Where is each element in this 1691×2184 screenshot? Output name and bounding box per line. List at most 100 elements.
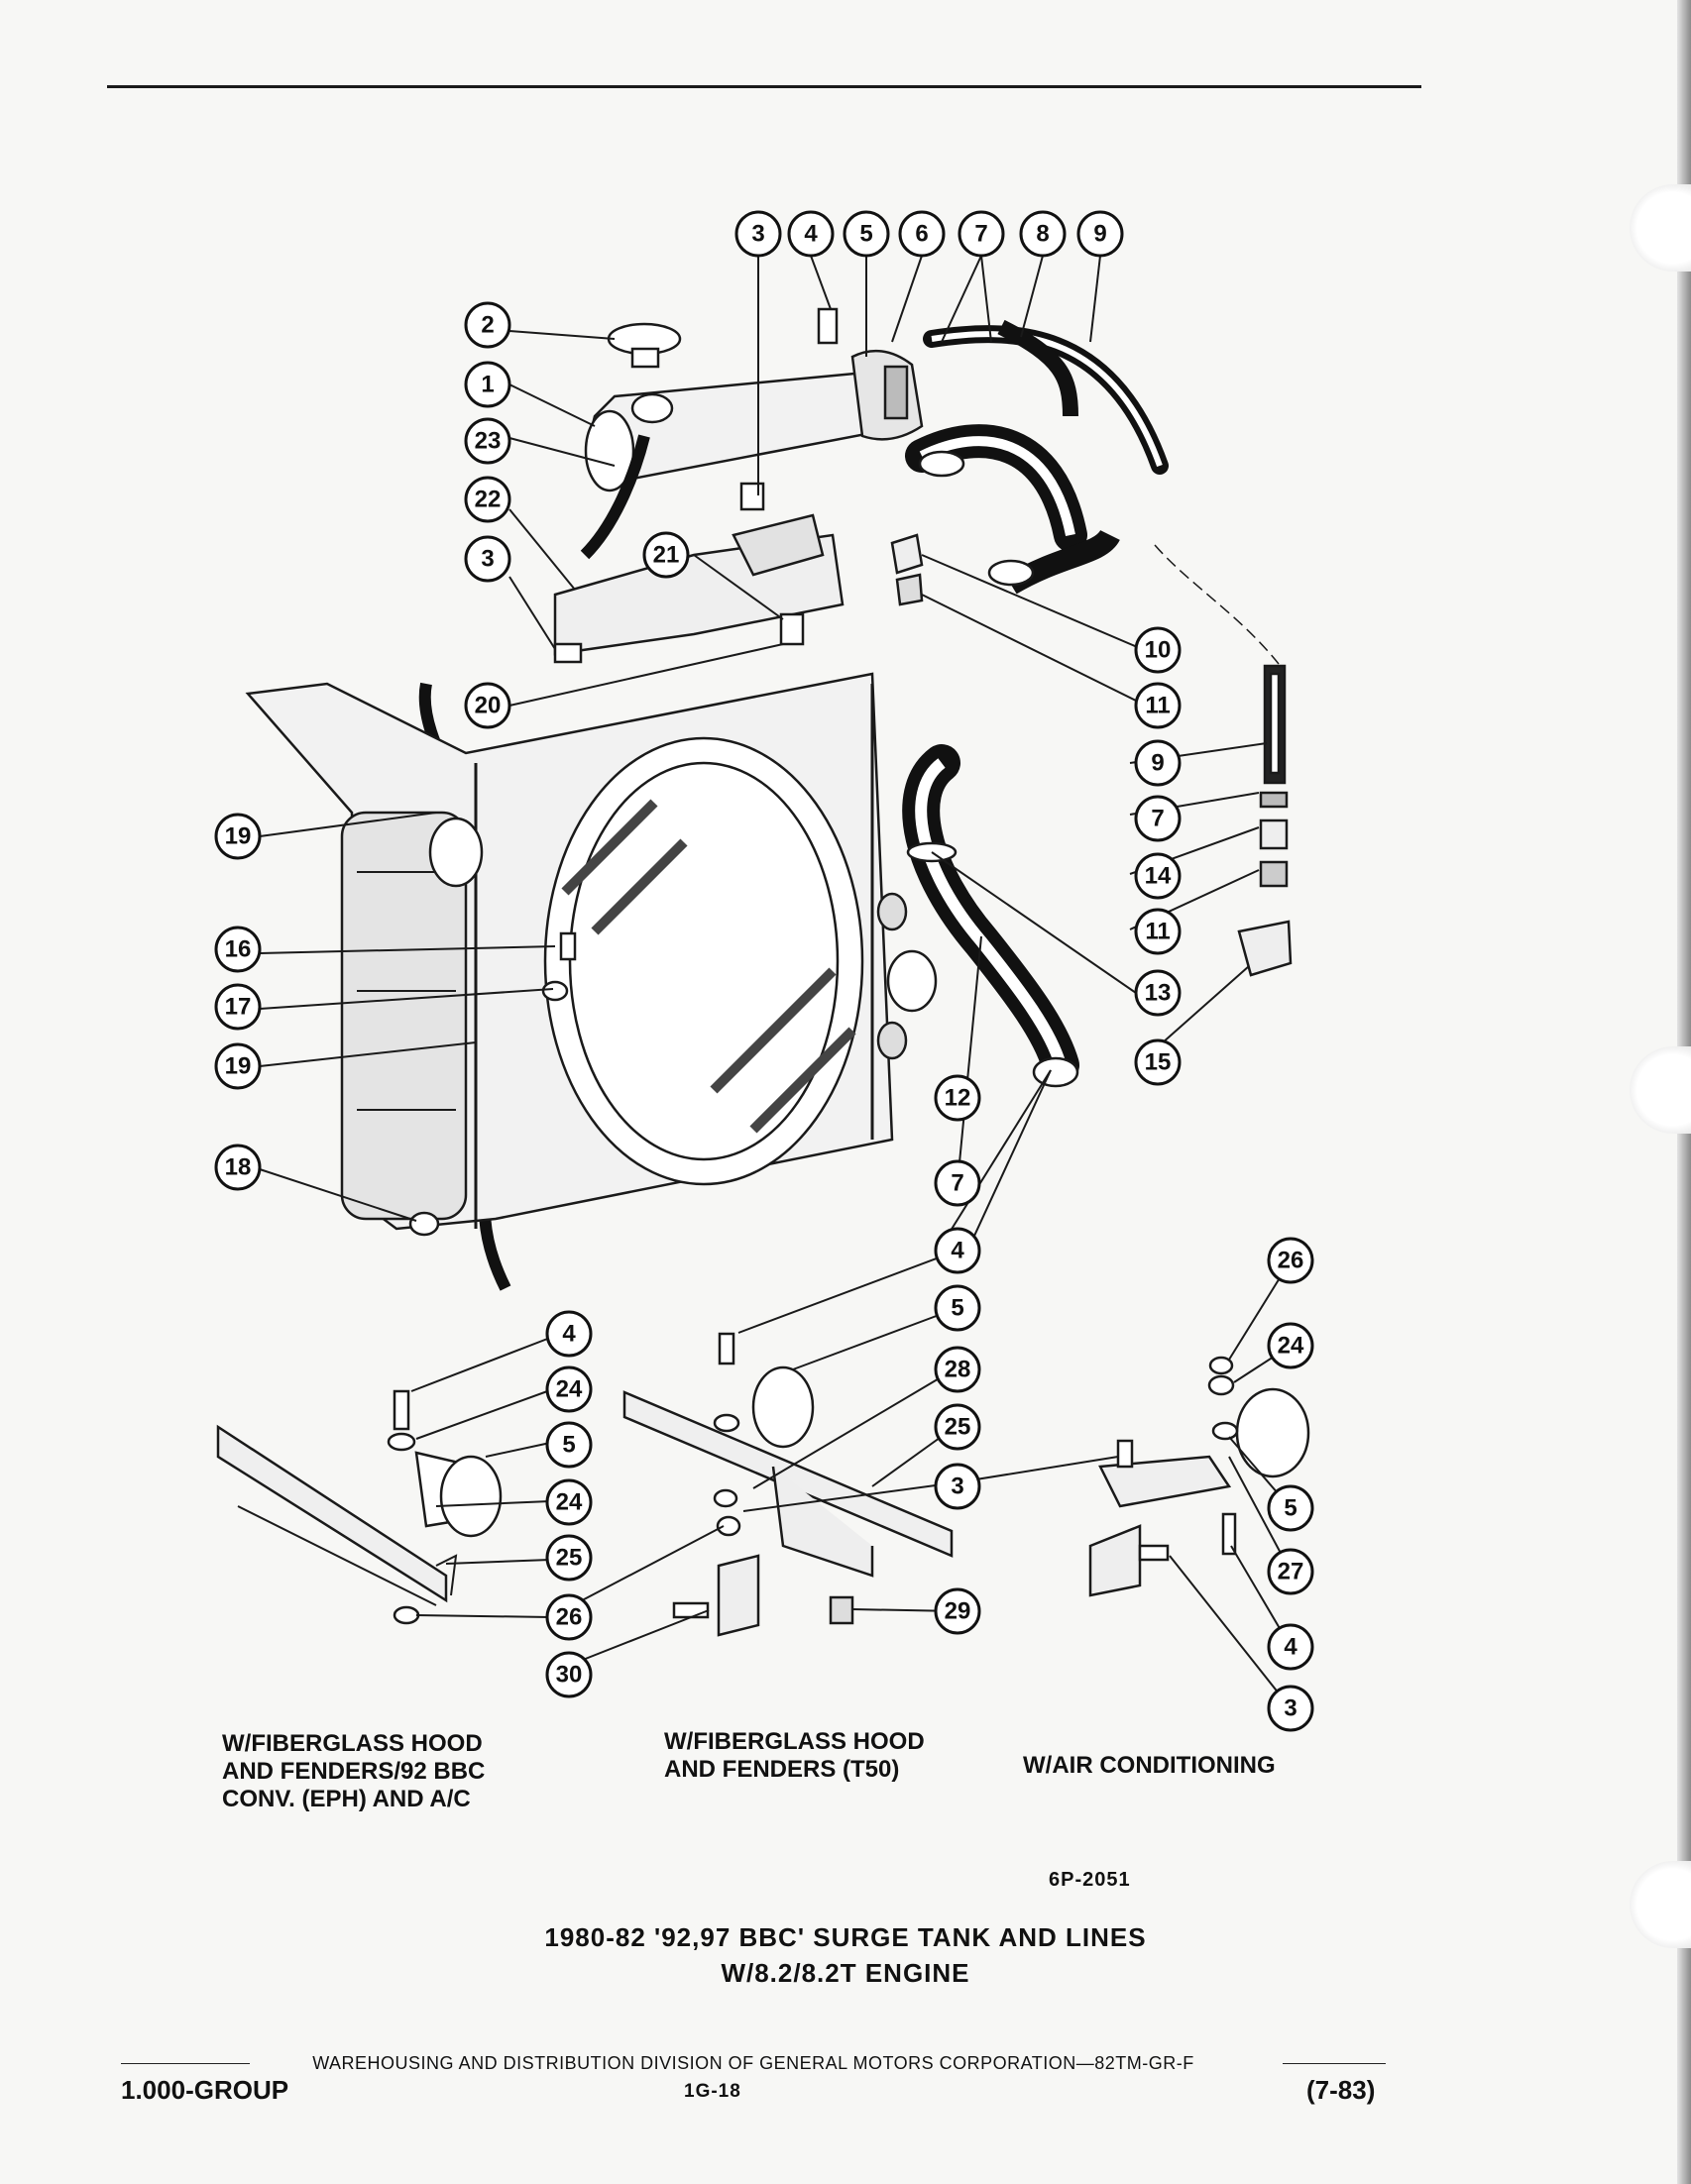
caption-fiberglass-t50: W/FIBERGLASS HOOD AND FENDERS (T50) (664, 1728, 925, 1783)
callout-r-7: 7 (1134, 795, 1182, 842)
callout-circle (1267, 1623, 1314, 1671)
callout-circle (464, 417, 511, 465)
callout-a-27: 27 (1267, 1548, 1314, 1595)
callout-circle (545, 1421, 593, 1469)
callout-number: 7 (1151, 806, 1164, 832)
callout-number: 6 (915, 221, 928, 248)
callout-circle (464, 361, 511, 408)
callout-c-3: 3 (464, 535, 511, 583)
callout-number: 26 (556, 1604, 583, 1631)
callout-circle (734, 210, 782, 258)
callout-circle (1076, 210, 1124, 258)
callout-a-3: 3 (1267, 1685, 1314, 1732)
callout-number: 9 (1151, 750, 1164, 777)
callout-circle (787, 210, 835, 258)
callout-l-25: 25 (545, 1534, 593, 1582)
callout-number: 24 (556, 1489, 583, 1516)
callout-circle (214, 926, 262, 973)
callout-top-7: 7 (958, 210, 1005, 258)
callout-c-18: 18 (214, 1144, 262, 1191)
callout-circle (1267, 1685, 1314, 1732)
footer-division: WAREHOUSING AND DISTRIBUTION DIVISION OF… (312, 2053, 1194, 2073)
callout-number: 24 (556, 1376, 583, 1403)
callout-number: 7 (974, 221, 987, 248)
callout-c-16: 16 (214, 926, 262, 973)
callout-circle (214, 1144, 262, 1191)
callout-number: 2 (481, 312, 494, 339)
callout-circle (934, 1159, 981, 1207)
callout-number: 27 (1278, 1559, 1304, 1585)
callout-number: 8 (1036, 221, 1049, 248)
callout-circle (934, 1587, 981, 1635)
callout-number: 5 (859, 221, 872, 248)
callout-c-11: 11 (1134, 682, 1182, 729)
footer-rule-left (121, 2063, 250, 2064)
callout-circle (214, 1042, 262, 1090)
callout-number: 3 (1284, 1695, 1296, 1722)
binder-hole-bottom (1630, 1861, 1691, 1948)
callout-r-9: 9 (1134, 739, 1182, 787)
footer-page-number: 1G-18 (684, 2081, 741, 2102)
callout-circle (545, 1534, 593, 1582)
callout-circle (1267, 1322, 1314, 1369)
callout-top-5: 5 (843, 210, 890, 258)
callout-circle (545, 1310, 593, 1358)
callout-l-4: 4 (545, 1310, 593, 1358)
callout-circle (214, 983, 262, 1031)
callout-circle (642, 531, 690, 579)
callout-circle (1267, 1237, 1314, 1284)
callout-circle (1134, 795, 1182, 842)
callout-m-25: 25 (934, 1403, 981, 1451)
caption-air-conditioning: W/AIR CONDITIONING (1023, 1752, 1276, 1779)
callout-number: 17 (225, 994, 252, 1021)
callout-number: 30 (556, 1662, 583, 1689)
callout-number: 4 (1284, 1634, 1297, 1661)
callout-m-28: 28 (934, 1346, 981, 1393)
callout-circle (464, 476, 511, 523)
callout-number: 11 (1145, 693, 1170, 719)
callout-a-26: 26 (1267, 1237, 1314, 1284)
callout-r-11: 11 (1134, 908, 1182, 955)
callout-circle (1019, 210, 1067, 258)
top-rule (107, 85, 1421, 88)
callout-circle (1134, 969, 1182, 1017)
callout-number: 4 (951, 1238, 964, 1264)
callout-circle (934, 1346, 981, 1393)
callout-number: 19 (225, 823, 252, 850)
footer-date: (7-83) (1306, 2075, 1376, 2105)
binder-hole-middle (1630, 1046, 1691, 1134)
callout-l-26: 26 (545, 1593, 593, 1641)
callout-c-20: 20 (464, 682, 511, 729)
callout-number: 25 (945, 1414, 971, 1441)
callout-circle (843, 210, 890, 258)
callout-l-30: 30 (545, 1651, 593, 1698)
callout-circle (1267, 1548, 1314, 1595)
figure-code: 6P-2051 (1049, 1869, 1131, 1891)
callout-circle (464, 301, 511, 349)
callout-number: 9 (1093, 221, 1106, 248)
callout-number: 5 (951, 1295, 963, 1322)
callout-circle (1134, 626, 1182, 674)
callout-number: 3 (951, 1474, 963, 1500)
callout-number: 3 (481, 546, 494, 573)
callout-c-7b: 7 (934, 1159, 981, 1207)
callout-circle (545, 1365, 593, 1413)
callout-circle (934, 1284, 981, 1332)
callout-circle (545, 1593, 593, 1641)
callout-r-13: 13 (1134, 969, 1182, 1017)
callout-a-4: 4 (1267, 1623, 1314, 1671)
callout-circle (1134, 852, 1182, 900)
callout-circle (958, 210, 1005, 258)
callout-number: 28 (945, 1357, 971, 1383)
callout-number: 24 (1278, 1333, 1304, 1360)
callout-circle (214, 813, 262, 860)
callout-number: 19 (225, 1053, 252, 1080)
callout-a-5: 5 (1267, 1484, 1314, 1532)
callout-number: 29 (945, 1598, 971, 1625)
callout-number: 25 (556, 1545, 583, 1572)
callout-number: 5 (562, 1432, 575, 1459)
callout-number: 16 (225, 936, 252, 963)
callout-c-23: 23 (464, 417, 511, 465)
figure-title-line2: W/8.2/8.2T ENGINE (721, 1958, 970, 1988)
